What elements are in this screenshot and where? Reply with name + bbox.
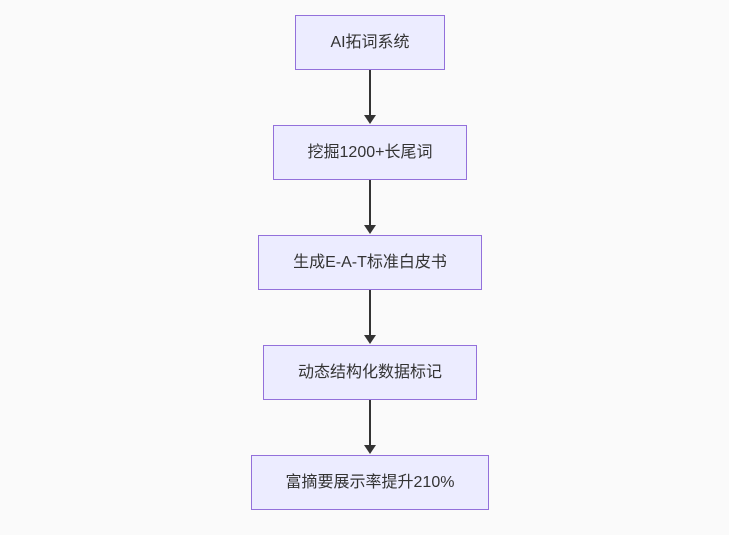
- flow-node-label: 生成E-A-T标准白皮书: [293, 253, 447, 271]
- arrowhead-down-icon: [364, 225, 376, 234]
- arrowhead-down-icon: [364, 445, 376, 454]
- flow-node-eat-whitepaper: 生成E-A-T标准白皮书: [258, 235, 482, 290]
- flow-node-structured-data: 动态结构化数据标记: [262, 345, 477, 400]
- flow-node-label: 挖掘1200+长尾词: [307, 143, 433, 161]
- arrowhead-down-icon: [364, 335, 376, 344]
- arrow-line: [369, 180, 371, 226]
- flow-node-rich-snippet-result: 富摘要展示率提升210%: [250, 455, 490, 510]
- arrow-line: [369, 290, 371, 336]
- flow-node-longtail-mining: 挖掘1200+长尾词: [272, 125, 468, 180]
- arrowhead-down-icon: [364, 115, 376, 124]
- flow-node-label: 动态结构化数据标记: [297, 363, 442, 381]
- flow-arrow-down-3: [363, 290, 377, 345]
- flowchart: AI拓词系统 挖掘1200+长尾词 生成E-A-T标准白皮书 动态结构化数据标记…: [0, 15, 729, 510]
- arrow-line: [369, 70, 371, 116]
- arrow-line: [369, 400, 371, 446]
- flow-arrow-down-1: [363, 70, 377, 125]
- flow-arrow-down-4: [363, 400, 377, 455]
- flow-node-ai-word-system: AI拓词系统: [295, 15, 445, 70]
- flow-node-label: AI拓词系统: [330, 33, 410, 51]
- flow-arrow-down-2: [363, 180, 377, 235]
- flow-node-label: 富摘要展示率提升210%: [285, 473, 455, 491]
